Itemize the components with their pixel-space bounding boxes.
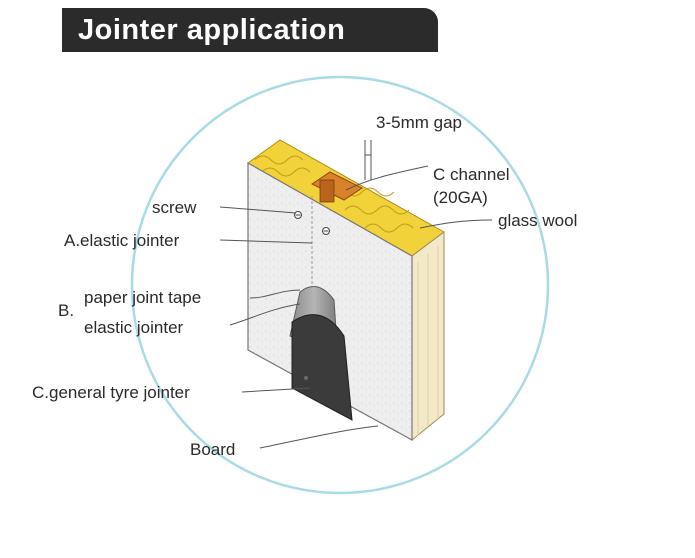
screw-marks	[294, 211, 330, 235]
label-c-channel: C channel	[433, 165, 510, 184]
leader-lines	[219, 140, 493, 449]
label-b-elastic-jointer: elastic jointer	[84, 318, 184, 337]
title-bar	[62, 8, 438, 52]
c-channel	[311, 171, 363, 203]
page-title: Jointer application	[78, 14, 346, 46]
label-a-elastic-jointer: A.elastic jointer	[64, 231, 180, 250]
label-gap: 3-5mm gap	[376, 113, 462, 132]
label-b-marker: B.	[58, 301, 74, 320]
label-glass-wool: glass wool	[498, 211, 577, 230]
general-tyre-jointer	[291, 314, 353, 421]
label-screw: screw	[152, 198, 197, 217]
label-c-general-tyre-jointer: C.general tyre jointer	[32, 383, 190, 402]
label-c-channel-gauge: (20GA)	[433, 188, 488, 207]
label-board: Board	[190, 440, 235, 459]
background-circle	[130, 75, 550, 495]
label-b-paper-joint-tape: paper joint tape	[84, 288, 201, 307]
